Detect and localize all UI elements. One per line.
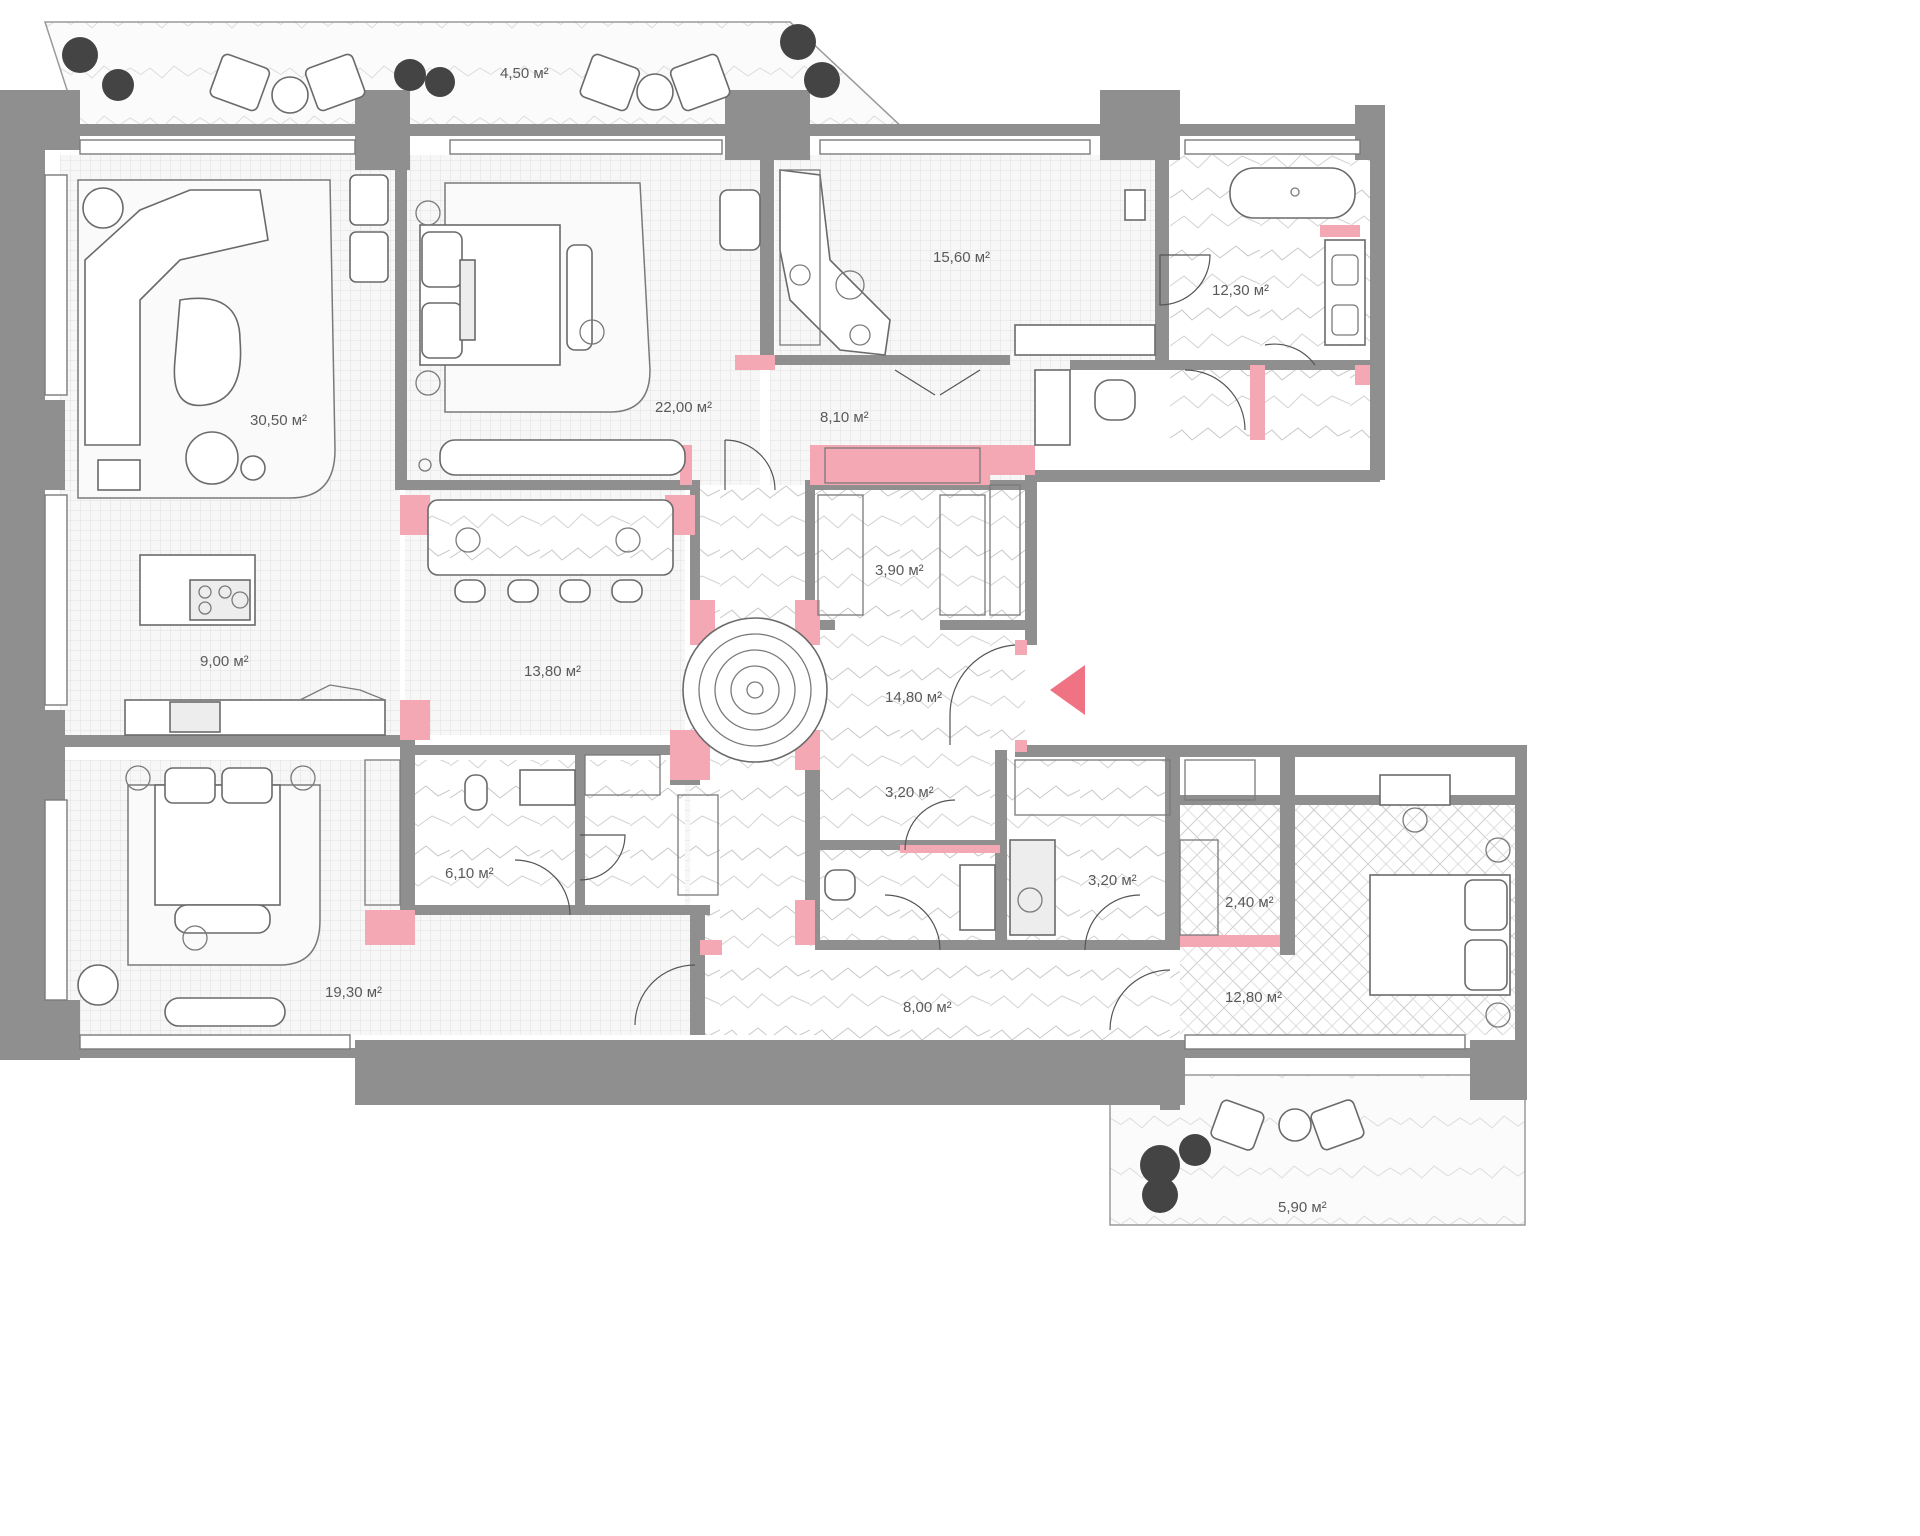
room-area-label: 3,90 м²: [875, 562, 924, 579]
room-area-label: 3,20 м²: [885, 784, 934, 801]
room-area-label: 22,00 м²: [655, 399, 712, 416]
plants: [62, 24, 1211, 1213]
doors: [514, 254, 1316, 1031]
room-area-label: 6,10 м²: [445, 865, 494, 882]
living-furniture: [77, 174, 389, 499]
room-area-label: 5,90 м²: [1278, 1199, 1327, 1216]
plant-icon: [1179, 1134, 1211, 1166]
plant-icon: [425, 67, 455, 97]
hall-rug: [682, 617, 828, 763]
plant-icon: [1140, 1145, 1180, 1185]
room-area-label: 8,10 м²: [820, 409, 869, 426]
room-area-label: 12,80 м²: [1225, 989, 1282, 1006]
dining-furniture: [427, 499, 674, 603]
room-area-label: 9,00 м²: [200, 653, 249, 670]
windows: [44, 139, 1466, 1050]
bedroom-3-furniture: [1369, 774, 1511, 1028]
bedroom-2-furniture: [77, 765, 321, 1027]
plant-icon: [1142, 1177, 1178, 1213]
plant-icon: [780, 24, 816, 60]
main-bedroom-furniture: [415, 182, 761, 476]
room-area-label: 19,30 м²: [325, 984, 382, 1001]
wet-rooms-fixtures: [464, 754, 1256, 936]
room-area-label: 3,20 м²: [1088, 872, 1137, 889]
room-area-label: 30,50 м²: [250, 412, 307, 429]
master-bath-fixtures: [1094, 167, 1366, 421]
triangle-entrance-icon: [1050, 665, 1085, 715]
wardrobes: [364, 169, 1219, 936]
room-area-label: 2,40 м²: [1225, 894, 1274, 911]
room-area-label: 13,80 м²: [524, 663, 581, 680]
room-area-label: 15,60 м²: [933, 249, 990, 266]
room-area-label: 4,50 м²: [500, 65, 549, 82]
kitchen-furniture: [124, 554, 386, 736]
plant-icon: [804, 62, 840, 98]
plant-icon: [102, 69, 134, 101]
plant-icon: [62, 37, 98, 73]
room-area-label: 8,00 м²: [903, 999, 952, 1016]
study-furniture: [779, 169, 1156, 446]
room-area-label: 14,80 м²: [885, 689, 942, 706]
area-labels: 4,50 м² 30,50 м² 22,00 м² 8,10 м² 15,60 …: [200, 65, 1327, 1216]
room-area-label: 12,30 м²: [1212, 282, 1269, 299]
plant-icon: [394, 59, 426, 91]
terrace-furniture: [209, 53, 1365, 1151]
